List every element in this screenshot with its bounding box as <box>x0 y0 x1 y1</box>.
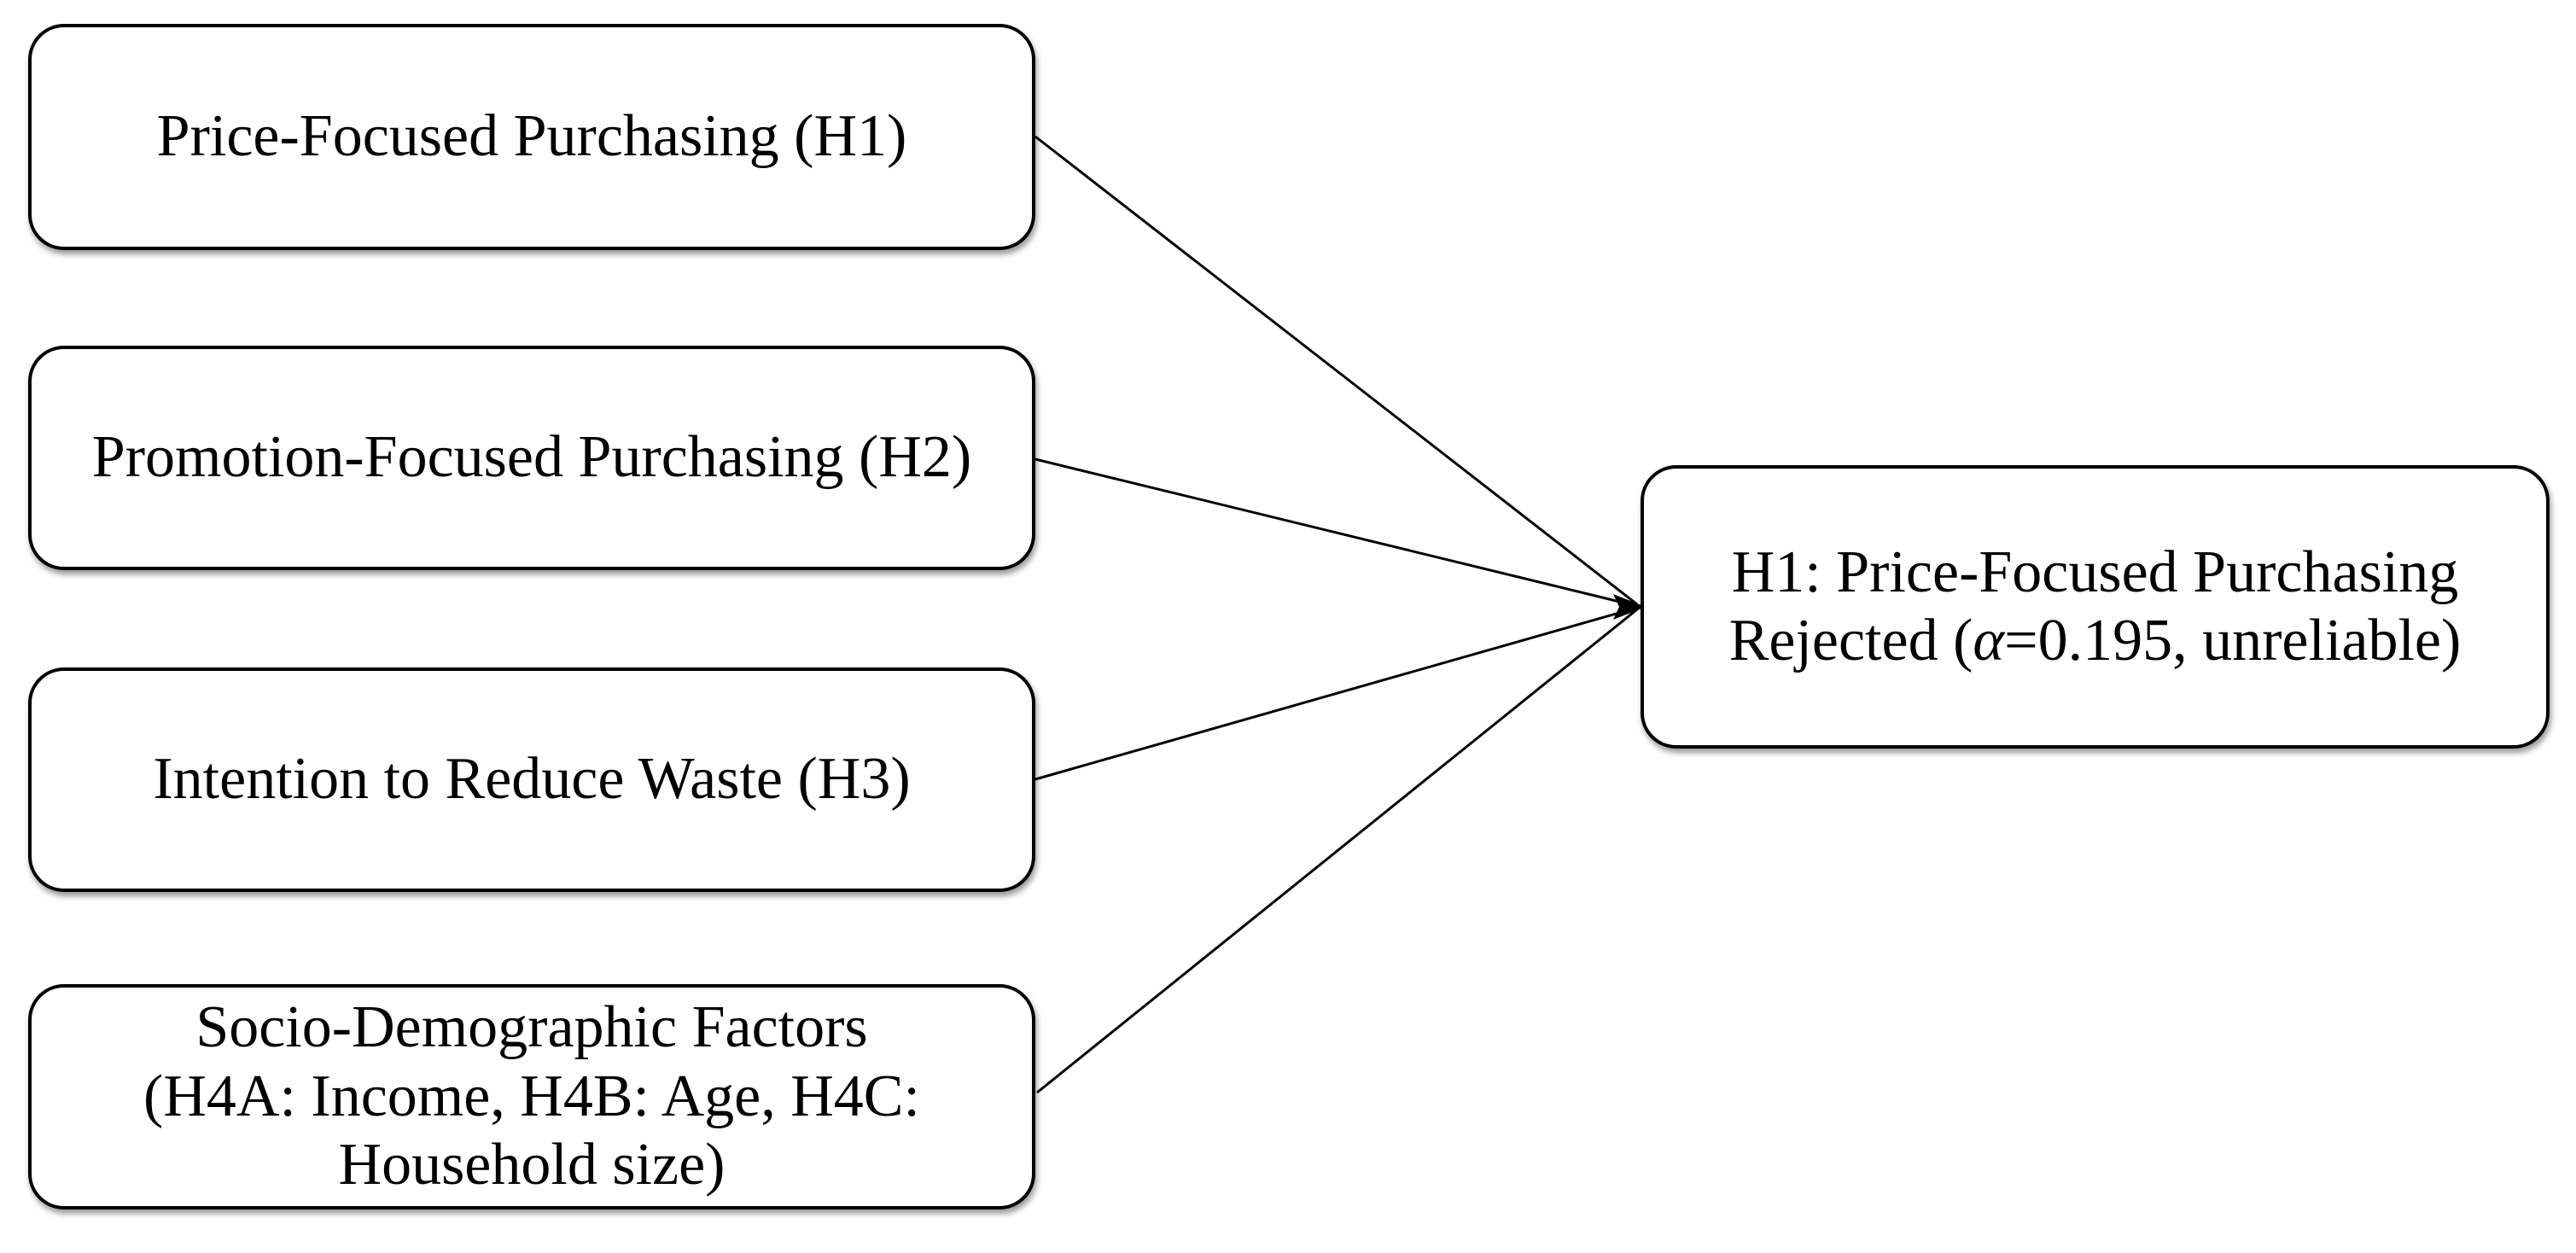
factor-box-h3-label: Intention to Reduce Waste (H3) <box>153 746 911 813</box>
outcome-box-h1-rejected: H1: Price-Focused Purchasing Rejected (α… <box>1641 465 2550 749</box>
factor-box-socio-demographic-factors: Socio-Demographic Factors (H4A: Income, … <box>28 984 1035 1209</box>
outcome-line2-prefix: Rejected ( <box>1728 608 1973 673</box>
connector-line-h3 <box>1034 606 1638 781</box>
factor-box-h4-label-line1: Socio-Demographic Factors <box>195 994 868 1061</box>
factor-box-h4-label-line2: (H4A: Income, H4B: Age, H4C: <box>143 1063 920 1129</box>
factor-box-price-focused-purchasing: Price-Focused Purchasing (H1) <box>28 24 1035 250</box>
alpha-symbol: α <box>1973 608 2005 673</box>
factor-box-promotion-focused-purchasing: Promotion-Focused Purchasing (H2) <box>28 346 1035 570</box>
outcome-line2-suffix: =0.195, unreliable) <box>2004 608 2462 673</box>
connector-line-h2 <box>1034 457 1638 608</box>
factor-box-h1-label: Price-Focused Purchasing (H1) <box>156 103 907 170</box>
connector-line-h1 <box>1034 135 1638 606</box>
connector-line-h4 <box>1036 608 1638 1094</box>
factor-box-intention-to-reduce-waste: Intention to Reduce Waste (H3) <box>28 667 1035 892</box>
factor-box-h2-label: Promotion-Focused Purchasing (H2) <box>91 424 972 491</box>
outcome-box-label-line2: Rejected (α=0.195, unreliable) <box>1729 607 2462 676</box>
factor-box-h4-label-line3: Household size) <box>338 1132 726 1198</box>
outcome-box-label-line1: H1: Price-Focused Purchasing <box>1731 539 2459 605</box>
arrowhead-icon <box>1613 594 1646 620</box>
